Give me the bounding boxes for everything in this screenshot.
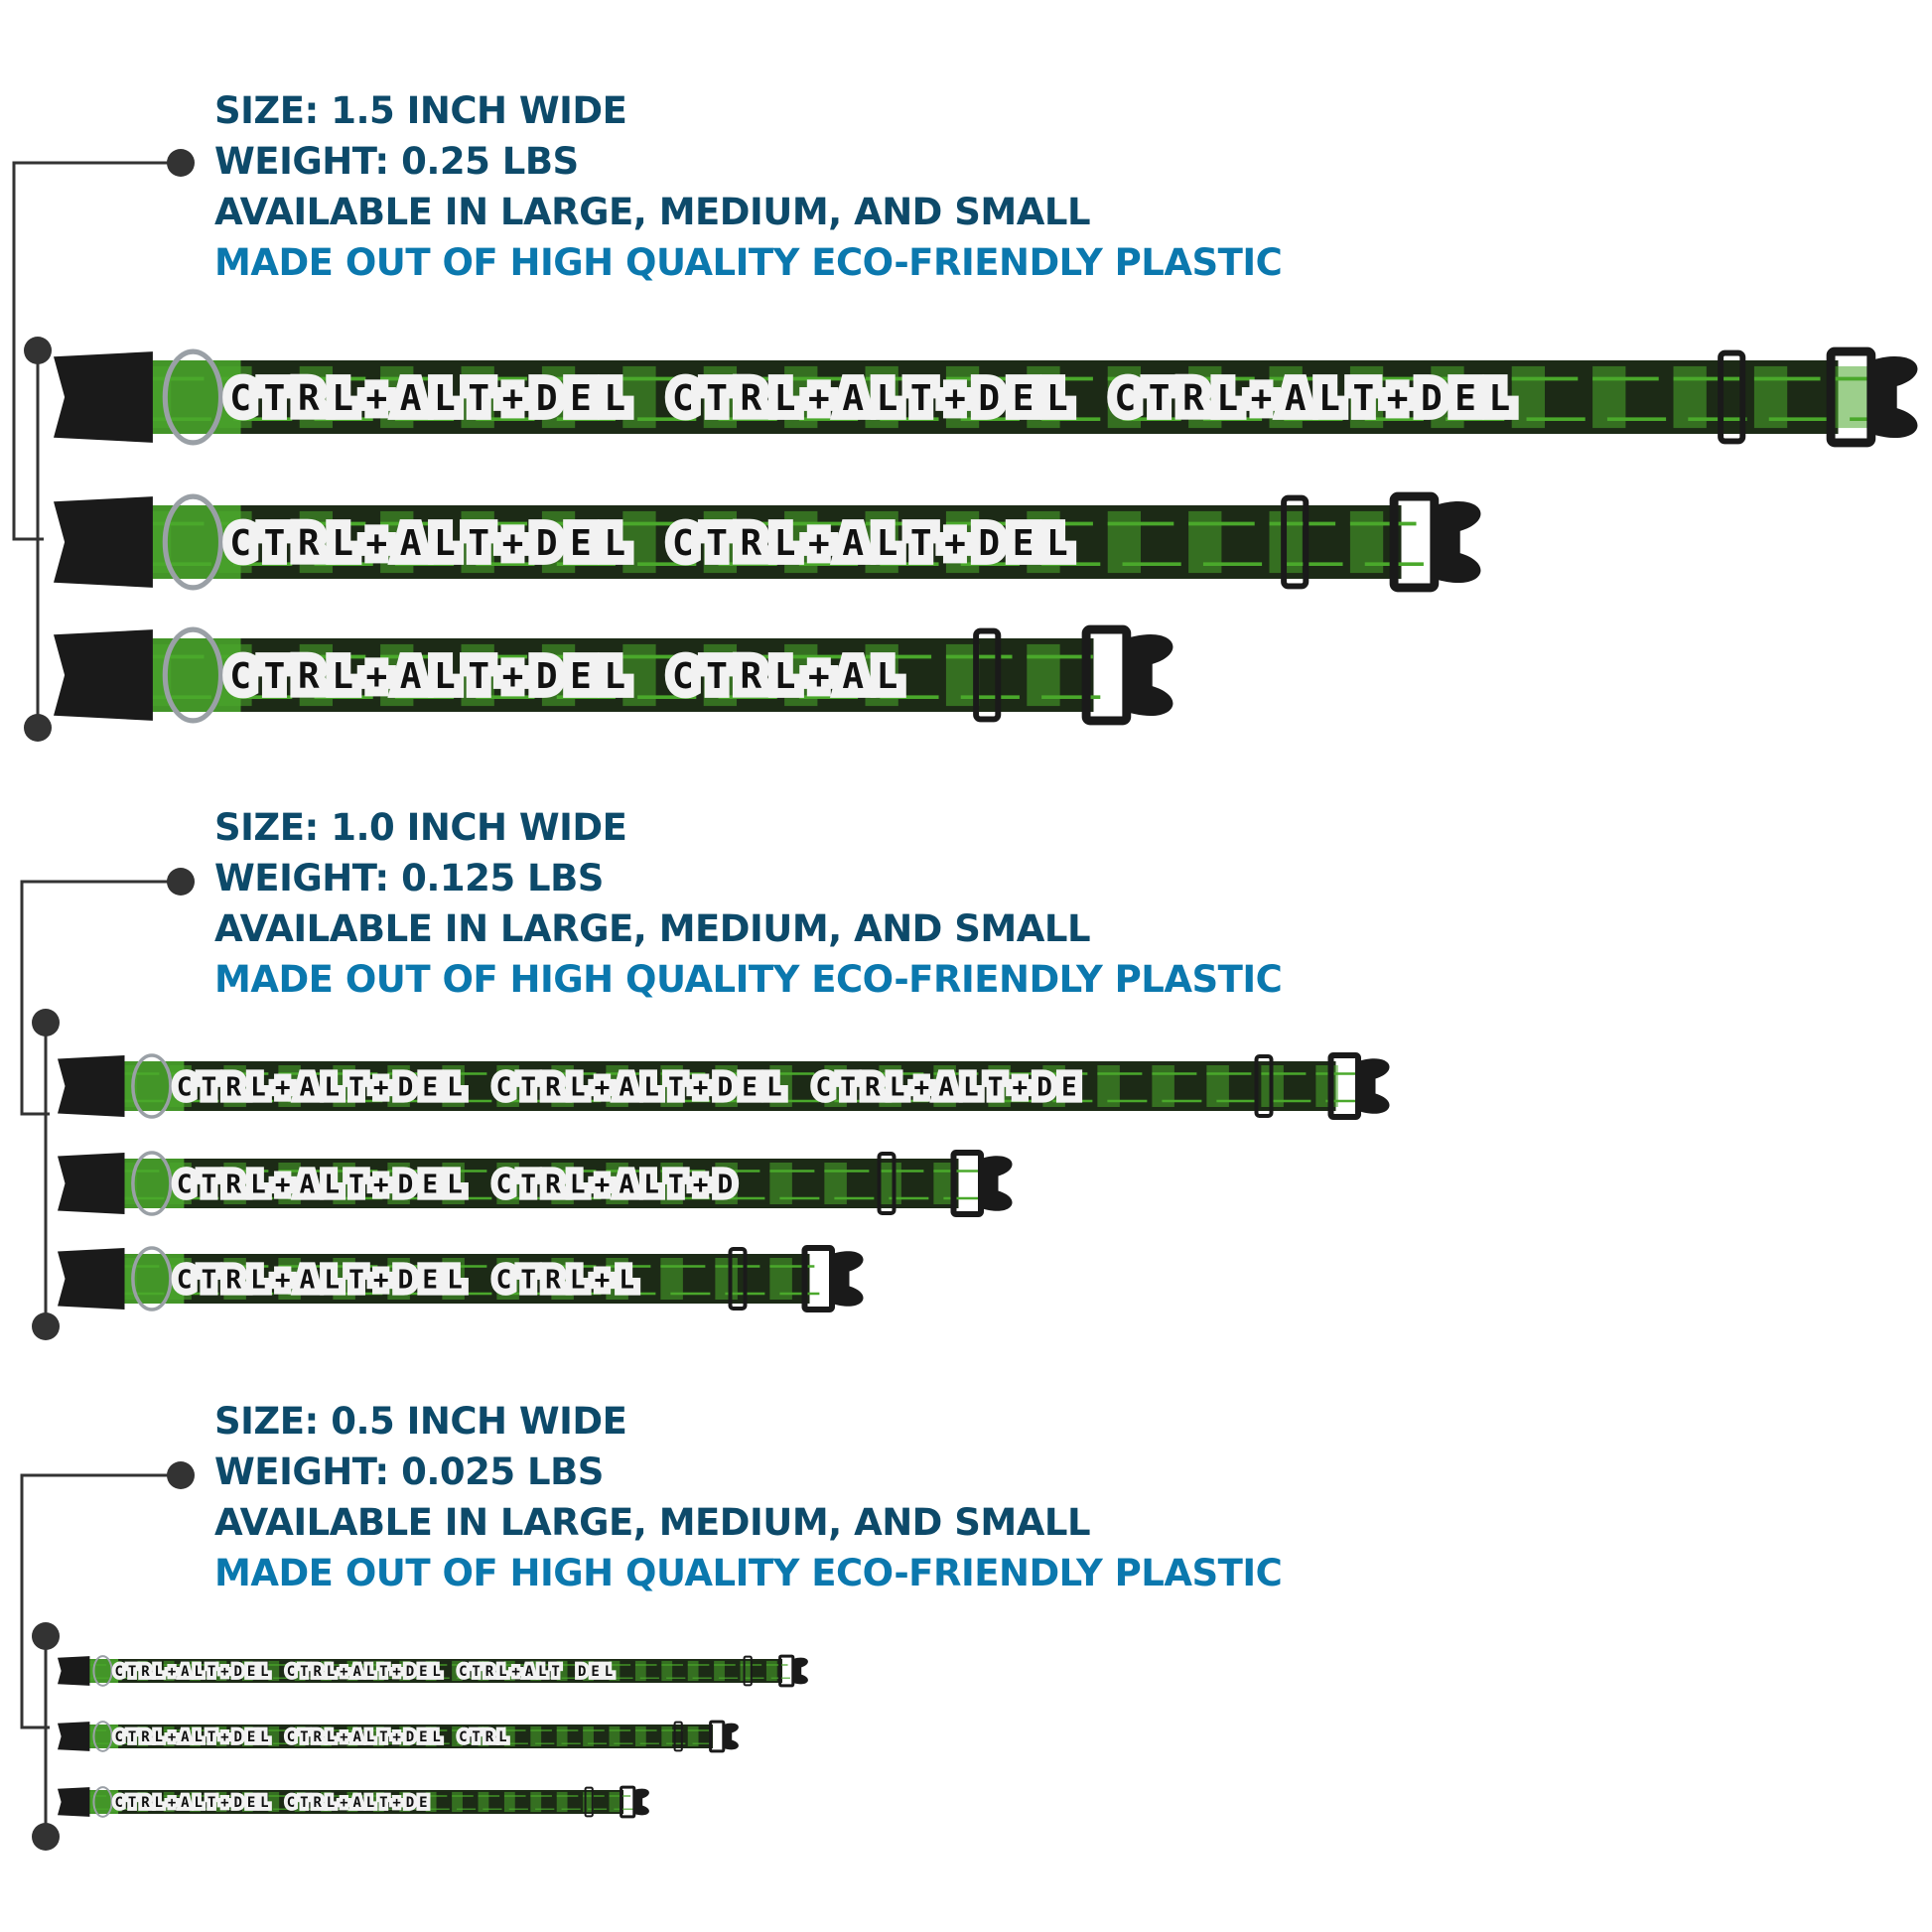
buckle-female (54, 351, 153, 443)
collar-1-0-small: CTRL+ALT+DEL CTRL+L (58, 1245, 864, 1312)
keeper-loop (1718, 349, 1746, 445)
d-ring (92, 1655, 113, 1687)
d-ring (131, 1246, 173, 1311)
d-ring (162, 626, 224, 724)
keeper-loop (743, 1655, 753, 1687)
strap (137, 638, 1094, 712)
strap-highlight (137, 638, 241, 712)
availability-label: AVAILABLE IN LARGE, MEDIUM, AND SMALL (214, 907, 1091, 950)
buckle-male-prongs (1358, 1058, 1390, 1114)
collar-1-0-large: CTRL+ALT+DEL CTRL+ALT+DEL CTRL+ALT+DE (58, 1052, 1390, 1120)
keeper-loop (673, 1721, 683, 1752)
d-ring (162, 348, 224, 446)
circuit-pattern (84, 1725, 712, 1747)
strap-highlight (137, 505, 241, 579)
spec-text: SIZE: 1.0 INCH WIDE WEIGHT: 0.125 LBS AV… (214, 802, 1283, 1005)
availability-label: AVAILABLE IN LARGE, MEDIUM, AND SMALL (214, 191, 1091, 233)
bracket-connector (12, 149, 195, 742)
collar-print-text: CTRL+ALT+DEL CTRL+ALT+D (177, 1170, 742, 1199)
keeper-loop (1254, 1054, 1274, 1118)
weight-label: WEIGHT: 0.125 LBS (214, 857, 604, 899)
strap-highlight (137, 360, 241, 434)
material-label: MADE OUT OF HIGH QUALITY ECO-FRIENDLY PL… (214, 1552, 1283, 1594)
collar-0-5-large: CTRL+ALT+DEL CTRL+ALT+DEL CTRL+ALT DEL (58, 1654, 808, 1688)
keeper-loop (973, 627, 1002, 723)
collar-print-text: CTRL+ALT+DEL CTRL+ALT+DEL CTRL+ALT DEL (115, 1664, 618, 1680)
collar-0-5-small: CTRL+ALT+DEL CTRL+ALT+DE (58, 1785, 649, 1819)
strap (114, 1159, 959, 1208)
size-label: SIZE: 1.0 INCH WIDE (214, 806, 627, 849)
bracket-connector (20, 1461, 195, 1851)
collar-1-5-medium: CTRL+ALT+DEL CTRL+ALT+DEL (54, 491, 1481, 593)
weight-label: WEIGHT: 0.25 LBS (214, 140, 579, 183)
buckle-female (54, 629, 153, 721)
collar-print-text: CTRL+ALT+DEL CTRL+ALT+DE (115, 1795, 433, 1811)
keeper-loop (728, 1247, 748, 1311)
buckle-female (54, 496, 153, 588)
buckle-male-frame (1081, 624, 1132, 726)
weight-label: WEIGHT: 0.025 LBS (214, 1450, 604, 1493)
collar-print-text: CTRL+ALT+DEL CTRL+ALT+DEL CTRL+ALT+DEL (229, 378, 1522, 419)
strap-highlight (114, 1159, 185, 1208)
spec-text: SIZE: 1.5 INCH WIDE WEIGHT: 0.25 LBS AVA… (214, 85, 1283, 288)
collar-print-text: CTRL+ALT+DEL CTRL+ALT+DEL CTRL (115, 1729, 512, 1745)
buckle-male-prongs (1870, 355, 1918, 439)
buckle-male-prongs (832, 1251, 864, 1307)
spec-text: SIZE: 0.5 INCH WIDE WEIGHT: 0.025 LBS AV… (214, 1396, 1283, 1598)
size-label: SIZE: 1.5 INCH WIDE (214, 89, 627, 132)
collar-1-5-small: CTRL+ALT+DEL CTRL+AL (54, 624, 1173, 726)
d-ring (92, 1721, 113, 1752)
collar-print-text: CTRL+ALT+DEL CTRL+ALT+DEL CTRL+ALT+DE (177, 1072, 1086, 1102)
circuit-pattern (84, 1660, 790, 1682)
buckle-male-prongs (792, 1657, 808, 1685)
collar-print-text: CTRL+ALT+DEL CTRL+ALT+DEL (229, 523, 1080, 564)
buckle-male-frame (1389, 491, 1440, 593)
keeper-loop (584, 1786, 594, 1818)
buckle-female (58, 1722, 90, 1751)
buckle-female (58, 1248, 125, 1310)
d-ring (162, 493, 224, 591)
strap-highlight (84, 1790, 119, 1814)
d-ring (131, 1151, 173, 1216)
collar-print-text: CTRL+ALT+DEL CTRL+L (177, 1265, 643, 1295)
bracket-connector (20, 868, 195, 1340)
buckle-male-frame (1826, 346, 1876, 448)
collar-print-text: CTRL+ALT+DEL CTRL+AL (229, 656, 909, 697)
strap (84, 1725, 714, 1748)
strap-highlight (84, 1659, 119, 1683)
collar-0-5-medium: CTRL+ALT+DEL CTRL+ALT+DEL CTRL (58, 1720, 739, 1753)
collar-1-0-medium: CTRL+ALT+DEL CTRL+ALT+D (58, 1150, 1013, 1217)
collar-1-5-large: CTRL+ALT+DEL CTRL+ALT+DEL CTRL+ALT+DEL (54, 346, 1918, 448)
strap-highlight (114, 1254, 185, 1304)
d-ring (131, 1053, 173, 1119)
strap (137, 360, 1839, 434)
buckle-male-prongs (981, 1156, 1013, 1211)
buckle-male-prongs (1126, 633, 1173, 717)
circuit-pattern (137, 510, 1424, 574)
d-ring (92, 1786, 113, 1818)
keeper-loop (877, 1152, 897, 1215)
size-label: SIZE: 0.5 INCH WIDE (214, 1400, 627, 1443)
buckle-male-prongs (633, 1788, 649, 1816)
buckle-female (58, 1787, 90, 1817)
buckle-female (58, 1153, 125, 1214)
buckle-female (58, 1656, 90, 1686)
buckle-male-prongs (723, 1723, 739, 1750)
buckle-male-prongs (1434, 500, 1481, 584)
availability-label: AVAILABLE IN LARGE, MEDIUM, AND SMALL (214, 1501, 1091, 1544)
material-label: MADE OUT OF HIGH QUALITY ECO-FRIENDLY PL… (214, 958, 1283, 1001)
strap-highlight (114, 1061, 185, 1111)
keeper-loop (1281, 494, 1310, 590)
strap-highlight (84, 1725, 119, 1748)
material-label: MADE OUT OF HIGH QUALITY ECO-FRIENDLY PL… (214, 241, 1283, 284)
buckle-female (58, 1055, 125, 1117)
